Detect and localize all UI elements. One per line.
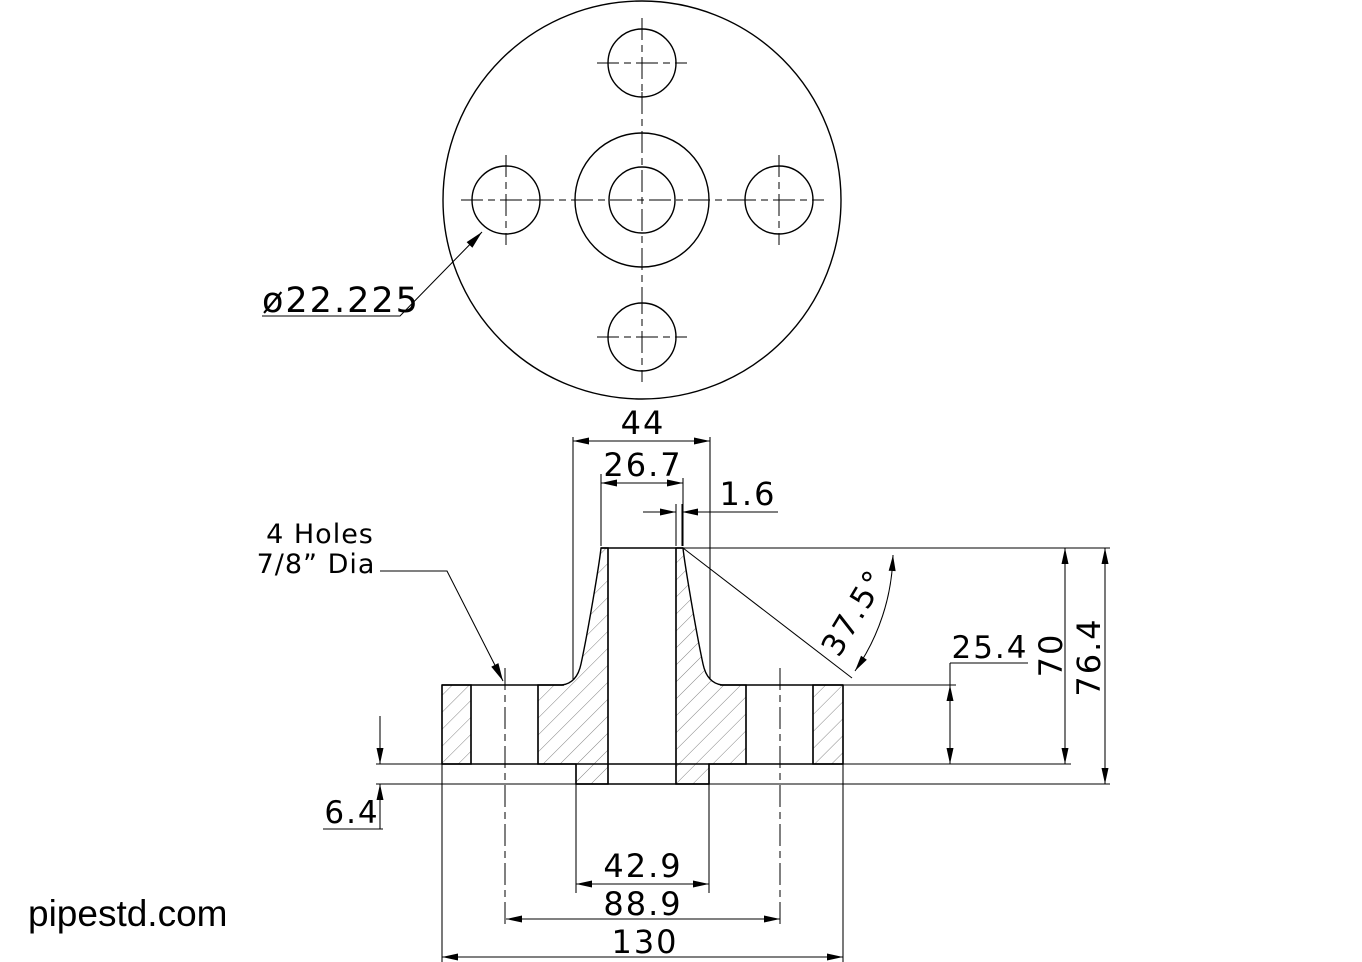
- dim-flange-thickness: 25.4: [951, 630, 1028, 666]
- dimensions: 44 26.7 1.6 37.5° 25.4 70 76.4 6.4 42.9 …: [257, 231, 1110, 962]
- hatch-left-center: [537, 547, 609, 785]
- bore-circle: [608, 166, 676, 234]
- arrowheads: [376, 232, 1109, 961]
- centerlines-top-view: [461, 18, 824, 382]
- section-view: [441, 547, 844, 926]
- dim-bevel-angle: 37.5°: [815, 563, 895, 663]
- dim-raised-face-diameter: 42.9: [603, 847, 682, 885]
- leader-bolt-holes-note: [380, 570, 504, 682]
- leader-bolt-hole-dia: [262, 231, 483, 317]
- dim-bolt-circle-diameter: 88.9: [603, 885, 682, 923]
- dim-overall-height: 76.4: [1070, 617, 1108, 696]
- dim-raised-face-height: 6.4: [324, 795, 379, 831]
- dim-weld-end-od: 26.7: [603, 446, 682, 484]
- flange-outer-circle: [442, 0, 842, 400]
- dim-hub-base-diameter: 44: [621, 404, 666, 442]
- dim-weld-end-wall: 1.6: [720, 475, 777, 513]
- hatch-right-outer: [812, 684, 844, 765]
- section-edges: [441, 547, 844, 785]
- bevel-reference-line: [682, 547, 853, 679]
- hatch-left-outer: [441, 684, 472, 765]
- watermark: pipestd.com: [28, 893, 228, 934]
- note-bolt-holes-line2: 7/8” Dia: [257, 549, 376, 580]
- dim-hub-height: 70: [1032, 633, 1070, 678]
- top-view: [442, 0, 842, 400]
- dim-flange-od: 130: [611, 923, 678, 961]
- hatch-right-center: [675, 547, 747, 785]
- note-bolt-holes-line1: 4 Holes: [266, 519, 374, 550]
- dim-bolt-hole-diameter: ø22.225: [262, 281, 420, 321]
